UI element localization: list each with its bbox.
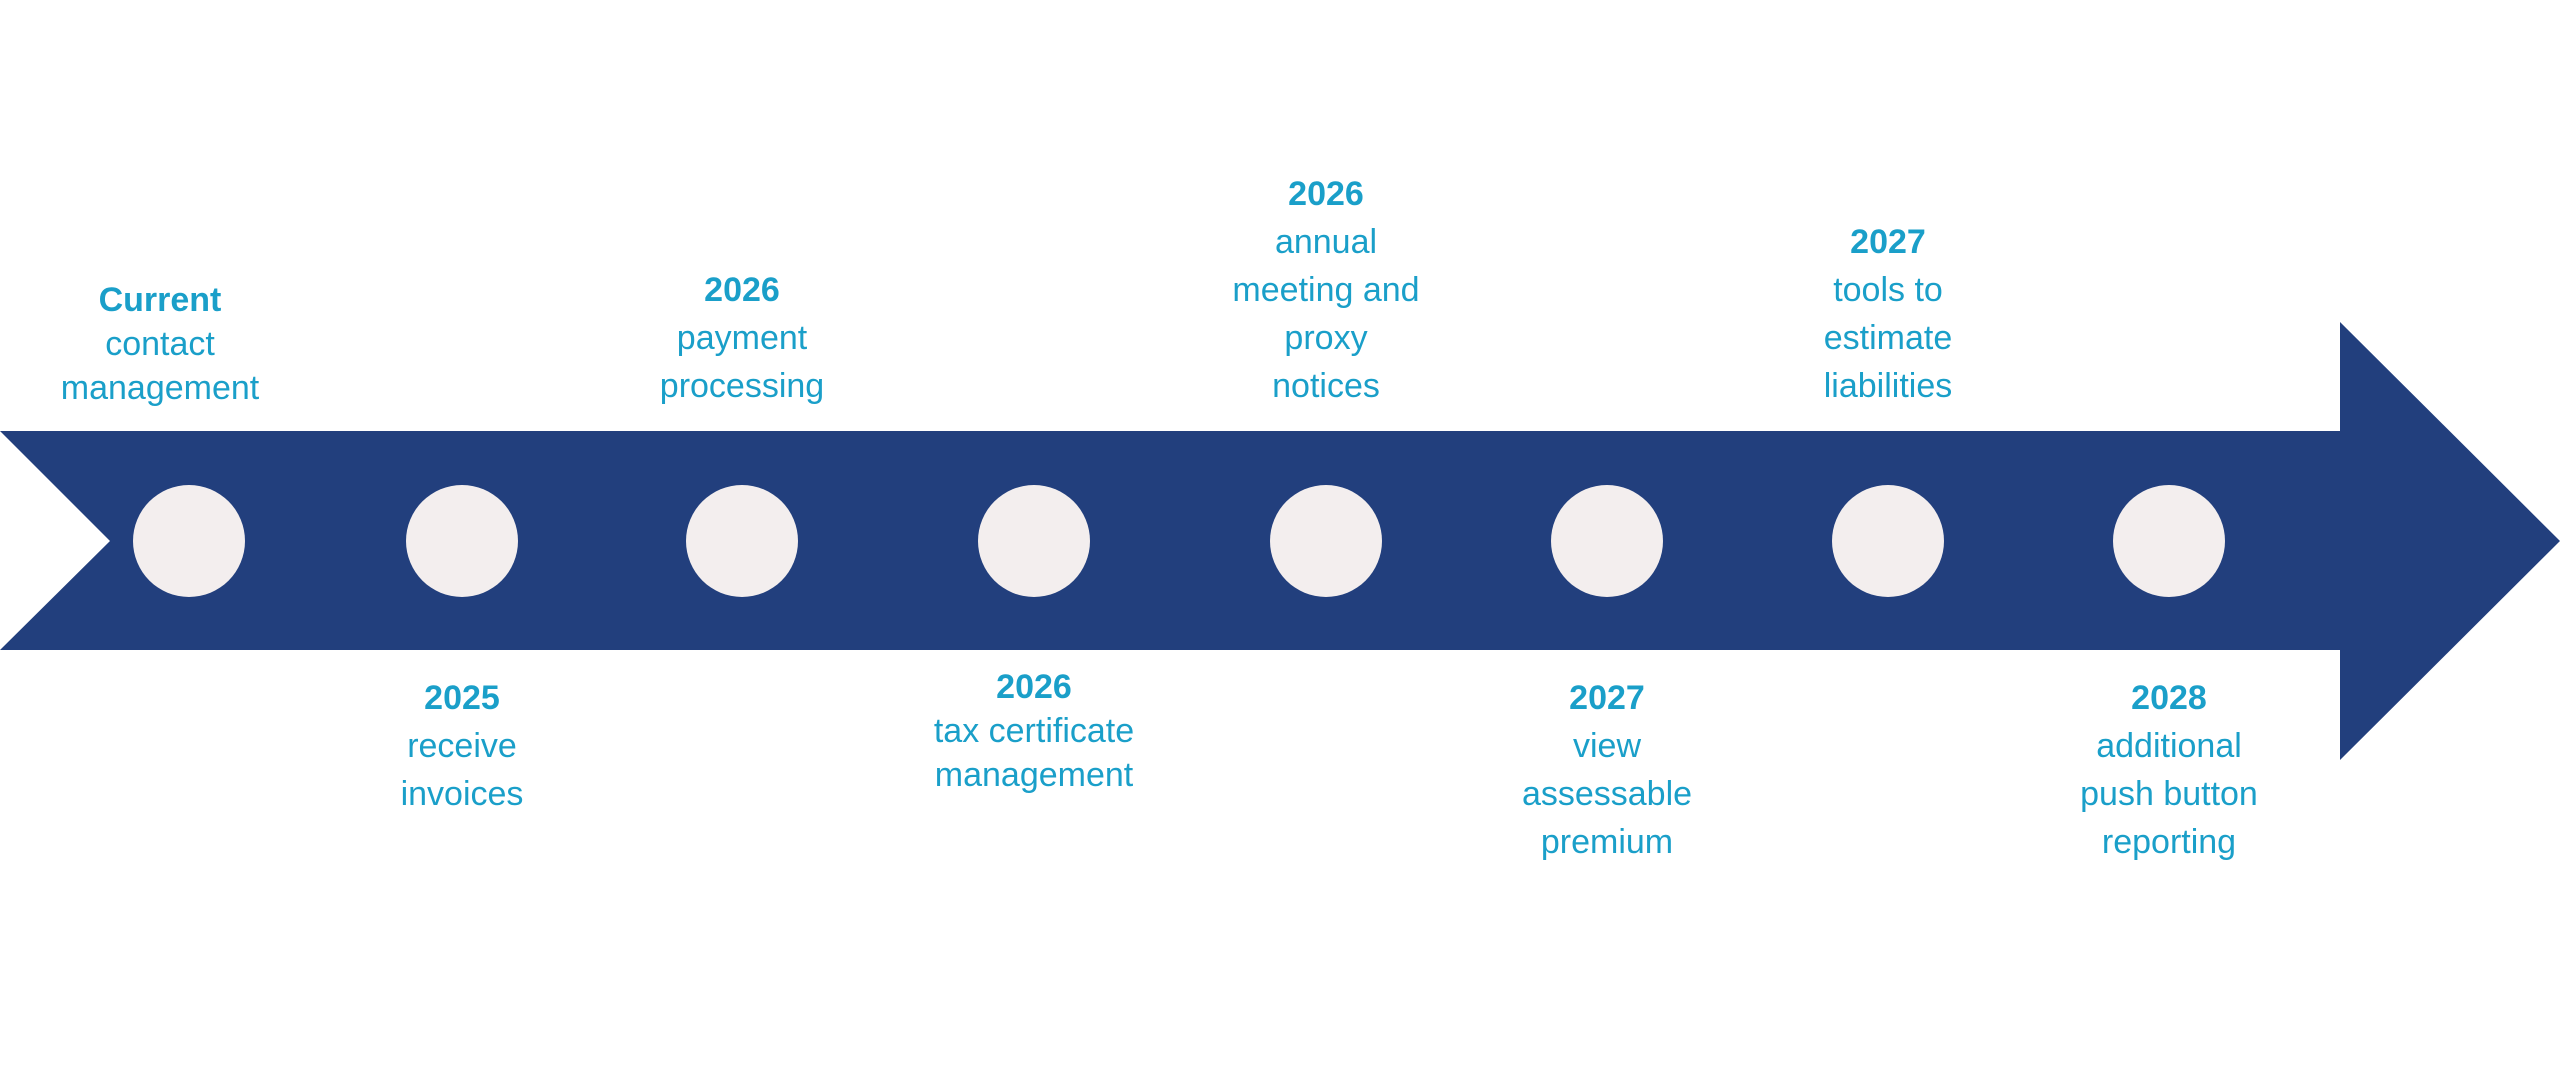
milestone-description-line: assessable xyxy=(1521,775,1693,813)
milestone-label: 2026 payment processing xyxy=(592,266,892,410)
milestone-marker xyxy=(686,485,798,597)
milestone-description-line: estimate xyxy=(1823,319,1953,357)
milestone-marker xyxy=(1270,485,1382,597)
milestone-label: 2028 additional push button reporting xyxy=(2019,674,2319,866)
milestone-description-line: tools to xyxy=(1833,271,1943,309)
milestone-description-line: reporting xyxy=(2101,823,2237,861)
milestone-label: 2025 receive invoices xyxy=(312,674,612,818)
milestone-description-line: payment xyxy=(676,319,808,357)
milestone-description-line: management xyxy=(934,756,1134,794)
milestone-description-line: management xyxy=(60,369,260,407)
milestone-description-line: premium xyxy=(1540,823,1674,861)
milestone-year: 2027 xyxy=(1850,223,1926,261)
milestone-marker xyxy=(1551,485,1663,597)
milestone-description-line: additional xyxy=(2096,727,2242,765)
milestone-marker xyxy=(133,485,245,597)
milestone-description-line: contact xyxy=(105,325,215,363)
milestone-description-line: notices xyxy=(1272,367,1380,405)
milestone-label: 2026 annual meeting and proxy notices xyxy=(1176,170,1476,410)
milestone-year: 2026 xyxy=(1288,175,1364,213)
milestone-year: 2025 xyxy=(424,679,500,717)
milestone-marker xyxy=(1832,485,1944,597)
milestone-marker xyxy=(406,485,518,597)
milestone-description-line: invoices xyxy=(400,775,524,813)
milestone-description-line: receive xyxy=(407,727,517,765)
milestone-label: Current contact management xyxy=(10,278,310,410)
milestone-marker xyxy=(2113,485,2225,597)
milestone-year: 2026 xyxy=(996,668,1072,706)
milestone-description-line: processing xyxy=(659,367,825,405)
milestone-marker xyxy=(978,485,1090,597)
milestone-year: 2028 xyxy=(2131,679,2207,717)
milestone-description-line: tax certificate xyxy=(933,712,1135,750)
milestone-description-line: push button xyxy=(2080,775,2258,813)
milestone-label: 2027 view assessable premium xyxy=(1457,674,1757,866)
milestone-label: 2027 tools to estimate liabilities xyxy=(1738,218,2038,410)
milestone-label: 2026 tax certificate management xyxy=(884,665,1184,797)
milestone-year: Current xyxy=(98,281,222,319)
milestone-description-line: proxy xyxy=(1284,319,1368,357)
milestone-year: 2027 xyxy=(1569,679,1645,717)
milestone-year: 2026 xyxy=(704,271,780,309)
milestone-description-line: view xyxy=(1572,727,1642,765)
milestone-description-line: annual xyxy=(1274,223,1378,261)
milestone-description-line: meeting and xyxy=(1232,271,1420,309)
milestone-description-line: liabilities xyxy=(1823,367,1953,405)
timeline-markers xyxy=(133,485,2225,597)
